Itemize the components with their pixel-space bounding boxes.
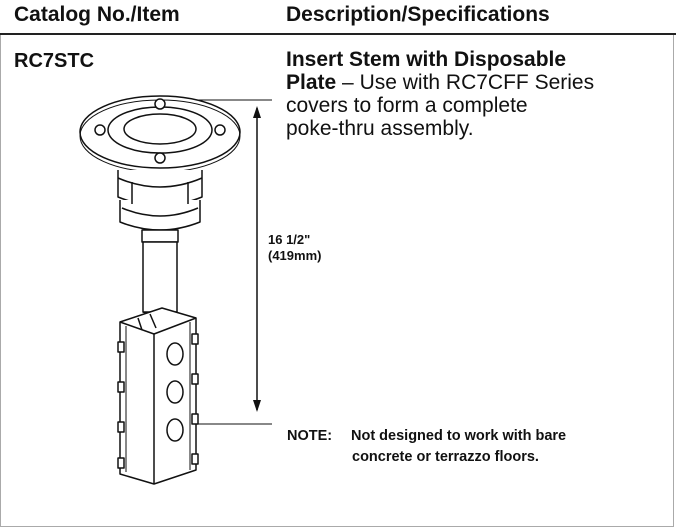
dimension-imperial: 16 1/2" (268, 232, 311, 247)
dimension-arrow-top (253, 106, 261, 118)
item-title-line2: Plate (286, 71, 337, 94)
title-separator: – (336, 71, 360, 94)
catalog-column-header: Catalog No./Item (14, 3, 180, 26)
item-title-line1: Insert Stem with Disposable (286, 48, 567, 71)
note-block: NOTE: Not designed to work with bare conc… (287, 426, 566, 468)
table-header: Catalog No./Item Description/Specificati… (0, 0, 676, 34)
dimension-metric: (419mm) (268, 248, 322, 263)
flange-plate (79, 95, 241, 173)
item-description: Insert Stem with Disposable Plate – Use … (286, 48, 666, 140)
insert-body (117, 170, 203, 243)
description-line2: covers to form a complete (286, 94, 528, 117)
note-label: NOTE: (287, 428, 333, 444)
note-line2: concrete or terrazzo floors. (352, 449, 539, 465)
description-line3: poke-thru assembly. (286, 117, 474, 140)
dimension-arrow-bottom (253, 400, 261, 412)
junction-box (117, 307, 199, 485)
table-row (0, 35, 674, 527)
description-column-header: Description/Specifications (286, 3, 550, 26)
dimension-label: 16 1/2" (419mm) (268, 232, 321, 264)
catalog-number: RC7STC (14, 50, 95, 72)
product-drawing (79, 95, 272, 485)
header-divider (0, 33, 676, 35)
description-line1: Use with RC7CFF Series (359, 71, 595, 94)
note-line1: Not designed to work with bare (351, 428, 567, 444)
